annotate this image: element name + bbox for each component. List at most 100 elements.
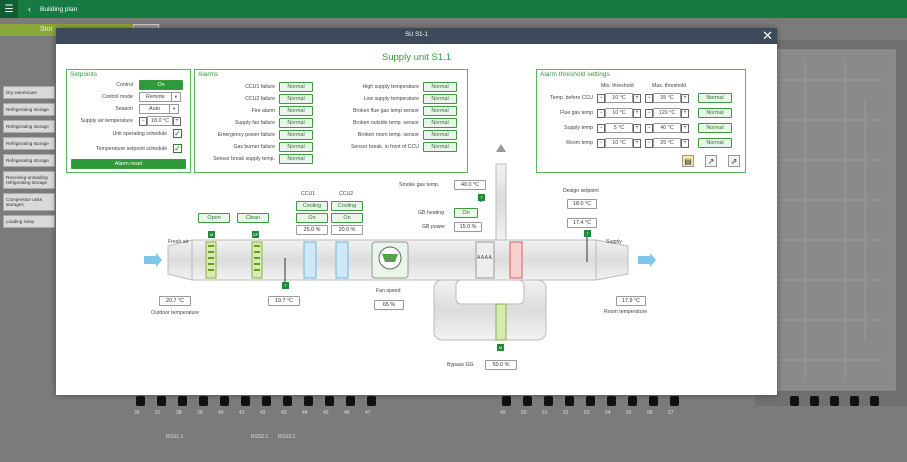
min-threshold-header: Min. threshold <box>601 83 634 89</box>
alarm-status[interactable]: Normal <box>279 94 313 104</box>
clean-button[interactable]: Clean <box>237 213 269 223</box>
menu-icon[interactable]: ☰ <box>0 0 18 18</box>
temp-schedule-label: Temperature setpoint schedule <box>96 145 167 152</box>
pillar-number: 51 <box>542 410 548 416</box>
alarm-status[interactable]: Normal <box>279 130 313 140</box>
minus-button[interactable]: − <box>645 108 653 118</box>
fan-speed-value: 65 % <box>374 300 404 310</box>
minus-button[interactable]: − <box>139 116 147 126</box>
alarm-label: Fire alarm <box>251 108 275 114</box>
ccu1-mode[interactable]: Cooling <box>296 201 328 211</box>
minus-button[interactable]: − <box>645 93 653 103</box>
after-filter-temp-value: 19.7 °C <box>268 296 300 306</box>
bypass-value: 50.0 % <box>485 360 517 370</box>
plus-button[interactable]: + <box>633 123 641 133</box>
control-toggle[interactable]: On <box>139 80 183 90</box>
ccu2-mode[interactable]: Cooling <box>331 201 363 211</box>
minus-button[interactable]: − <box>597 138 605 148</box>
threshold-status[interactable]: Normal <box>698 108 732 118</box>
alarm-status[interactable]: Normal <box>279 154 313 164</box>
threshold-status[interactable]: Normal <box>698 123 732 133</box>
minus-button[interactable]: − <box>597 93 605 103</box>
supply-air-temp-value[interactable]: 18.0 °C <box>147 116 173 126</box>
max-threshold-value[interactable]: 35 °C <box>653 93 681 103</box>
room-item[interactable]: Refrigerating storage <box>3 154 55 168</box>
unit-schedule-checkbox[interactable]: ✓ <box>173 129 182 138</box>
plus-button[interactable]: + <box>633 138 641 148</box>
plus-button[interactable]: + <box>681 93 689 103</box>
gb-heating-value[interactable]: On <box>454 208 478 218</box>
control-mode-select[interactable]: Remote▼ <box>139 92 181 102</box>
setpoints-title: Setpoints <box>70 71 98 78</box>
room-item[interactable]: Loading ramp <box>3 215 55 229</box>
minus-button[interactable]: − <box>597 123 605 133</box>
chevron-down-icon[interactable]: ▼ <box>170 93 180 101</box>
background-pillars <box>130 396 890 416</box>
plus-button[interactable]: + <box>681 123 689 133</box>
alarm-status[interactable]: Normal <box>279 82 313 92</box>
alarm-status[interactable]: Normal <box>423 142 457 152</box>
ccu2-state[interactable]: On <box>331 213 363 223</box>
page-title: Building plan <box>40 5 78 13</box>
ccu1-state[interactable]: On <box>296 213 328 223</box>
bypass-label: Bypass GG <box>447 362 474 368</box>
alarm-status[interactable]: Normal <box>279 142 313 152</box>
plus-button[interactable]: + <box>173 116 181 126</box>
alarm-status[interactable]: Normal <box>279 106 313 116</box>
room-item[interactable]: Dry warehouse <box>3 86 55 100</box>
smoke-gas-temp-label: Smoke gas temp. <box>399 182 440 188</box>
heating-coil <box>509 241 523 279</box>
min-threshold-value[interactable]: 10 °C <box>605 108 633 118</box>
room-item[interactable]: Receiving-unloading refrigerating storag… <box>3 171 55 190</box>
season-select[interactable]: Auto▼ <box>139 104 180 114</box>
alarm-status[interactable]: Normal <box>423 118 457 128</box>
outlet-arrow <box>638 253 656 267</box>
note-icon[interactable]: ▤ <box>682 155 694 167</box>
max-threshold-value[interactable]: 120 °C <box>653 108 681 118</box>
bypass-damper[interactable] <box>495 303 507 341</box>
chart-icon[interactable]: ↗ <box>705 155 717 167</box>
max-threshold-value[interactable]: 40 °C <box>653 123 681 133</box>
minus-button[interactable]: − <box>645 123 653 133</box>
min-threshold-value[interactable]: 10 °C <box>605 93 633 103</box>
plus-button[interactable]: + <box>681 138 689 148</box>
close-icon[interactable]: ✕ <box>762 28 773 43</box>
plus-button[interactable]: + <box>633 108 641 118</box>
alarm-status[interactable]: Normal <box>423 94 457 104</box>
inlet-arrow <box>144 253 162 267</box>
pillar-number: 50 <box>521 410 527 416</box>
intake-duct <box>167 239 193 281</box>
plus-button[interactable]: + <box>681 108 689 118</box>
pillar-number: 38 <box>176 410 182 416</box>
min-threshold-value[interactable]: 10 °C <box>605 138 633 148</box>
temp-schedule-checkbox[interactable]: ✓ <box>173 144 182 153</box>
alarm-status[interactable]: Normal <box>279 118 313 128</box>
gb-power-value: 15.0 % <box>454 222 482 232</box>
room-item[interactable]: Refrigerating storage <box>3 137 55 151</box>
alarm-reset-button[interactable]: Alarm reset <box>71 159 186 169</box>
alarm-status[interactable]: Normal <box>423 82 457 92</box>
back-icon[interactable]: ‹ <box>28 4 31 14</box>
plus-button[interactable]: + <box>633 93 641 103</box>
outlet-duct <box>595 239 629 281</box>
room-temp-label: Room temperature <box>604 309 648 315</box>
minus-button[interactable]: − <box>597 108 605 118</box>
room-item[interactable]: Refrigerating storage <box>3 120 55 134</box>
room-item[interactable]: Refrigerating storage <box>3 103 55 117</box>
pillar-number: 49 <box>500 410 506 416</box>
pillar-number: 52 <box>563 410 569 416</box>
max-threshold-value[interactable]: 25 °C <box>653 138 681 148</box>
chevron-down-icon[interactable]: ▼ <box>169 105 178 113</box>
alarm-status[interactable]: Normal <box>423 106 457 116</box>
alarm-status[interactable]: Normal <box>423 130 457 140</box>
fresh-air-label: Fresh air <box>168 239 189 245</box>
floorplan-drawing <box>764 49 896 391</box>
minus-button[interactable]: − <box>645 138 653 148</box>
threshold-status[interactable]: Normal <box>698 93 732 103</box>
min-threshold-value[interactable]: 5 °C <box>605 123 633 133</box>
room-item[interactable]: Compressor units storages <box>3 193 55 212</box>
temp-sensor: T <box>282 282 289 289</box>
threshold-status[interactable]: Normal <box>698 138 732 148</box>
trend-icon[interactable]: ⇗ <box>728 155 740 167</box>
open-button[interactable]: Open <box>198 213 230 223</box>
